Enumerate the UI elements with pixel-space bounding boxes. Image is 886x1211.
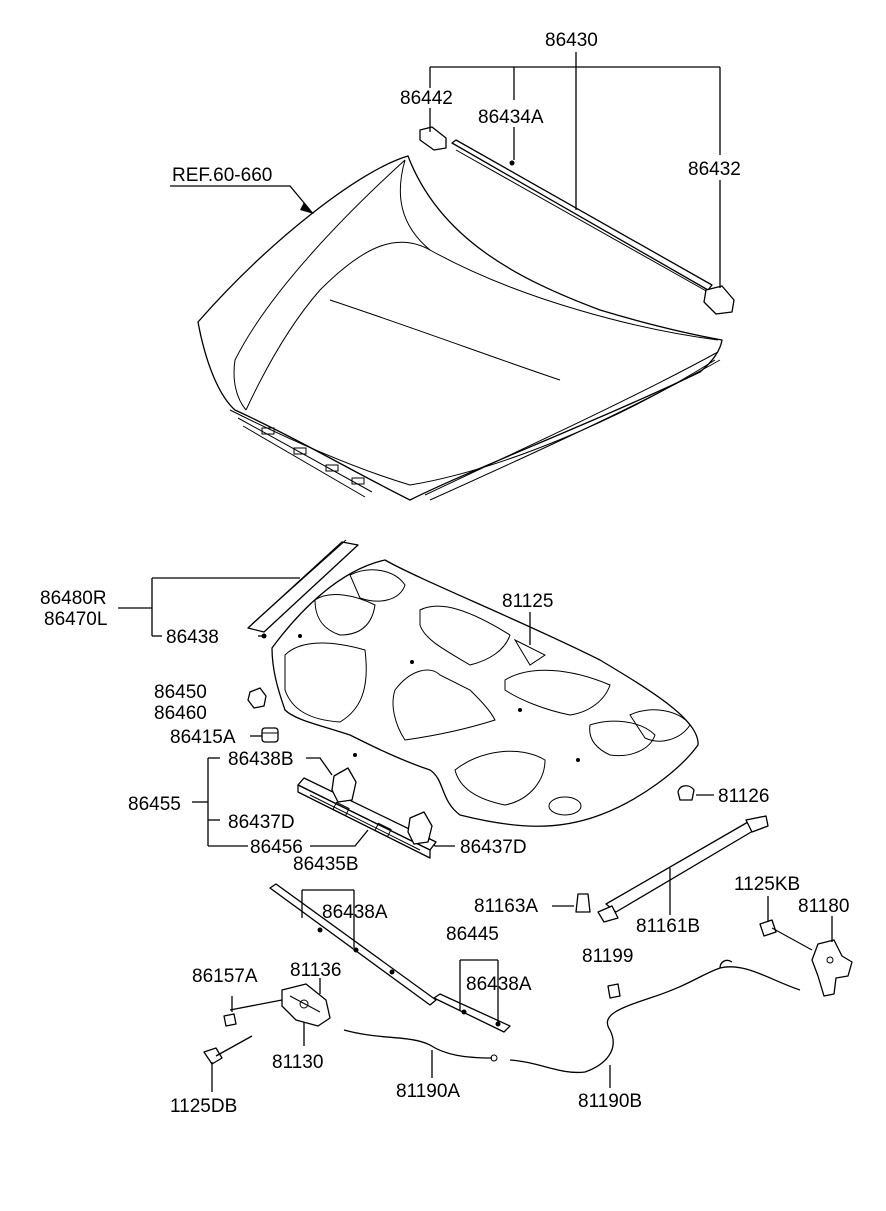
- label-81125: 81125: [502, 591, 553, 612]
- label-81190a: 81190A: [396, 1081, 460, 1102]
- part-labels: 86430 86442 86434A 86432 REF.60-660 8648…: [40, 30, 849, 1117]
- bolt-1125kb: [759, 896, 813, 951]
- hood-stay-rod-86435b: [269, 883, 437, 1006]
- label-81161b: 81161B: [636, 916, 700, 937]
- label-86456: 86456: [250, 837, 303, 858]
- gas-lifter-81161b: [597, 815, 769, 923]
- clip-86442: [419, 126, 447, 151]
- release-cable-81190a: [343, 1029, 498, 1078]
- label-81190b: 81190B: [578, 1091, 642, 1112]
- hood-bracket-86456: [297, 777, 437, 859]
- side-seal-86480r-86470l: [247, 539, 359, 633]
- guide-86438b: [331, 767, 357, 803]
- leaders-top: [170, 52, 721, 288]
- label-81130: 81130: [272, 1052, 323, 1073]
- label-86450: 86450: [154, 682, 207, 703]
- label-86460: 86460: [154, 703, 207, 724]
- hood-latch-81130: [203, 978, 331, 1092]
- label-86437d-left: 86437D: [228, 812, 295, 833]
- label-1125db: 1125DB: [170, 1096, 237, 1117]
- weatherstrip-86434a: [451, 139, 713, 293]
- label-ref: REF.60-660: [172, 165, 272, 186]
- label-81163a: 81163A: [474, 896, 538, 917]
- plug-81126: [677, 785, 695, 801]
- label-86438a-bottom: 86438A: [466, 974, 532, 995]
- label-1125kb: 1125KB: [734, 874, 800, 895]
- label-86438a-top: 86438A: [322, 902, 388, 923]
- label-86470l: 86470L: [44, 609, 107, 630]
- label-86435b: 86435B: [293, 854, 359, 875]
- bumper-86450: [247, 687, 267, 709]
- label-86445: 86445: [446, 924, 499, 945]
- label-86415a: 86415A: [170, 727, 236, 748]
- label-86157a: 86157A: [192, 966, 258, 987]
- hood-panel: [197, 155, 723, 501]
- clip-81163a: [552, 893, 591, 913]
- label-81136: 81136: [290, 960, 341, 981]
- label-81126: 81126: [718, 786, 769, 807]
- leaders-mid: [118, 577, 714, 847]
- release-cable-81190b: [509, 959, 801, 1088]
- label-86434a: 86434A: [478, 107, 544, 128]
- label-86480r: 86480R: [40, 588, 107, 609]
- label-86442: 86442: [400, 88, 453, 109]
- insulator-pad-81125: [271, 559, 699, 827]
- label-86438: 86438: [166, 627, 219, 648]
- end-cap-86432: [703, 285, 735, 315]
- seal-86445: [433, 959, 511, 1033]
- label-86430: 86430: [545, 30, 598, 51]
- label-86438b: 86438B: [228, 749, 294, 770]
- grommet-81199: [607, 983, 621, 999]
- label-81199: 81199: [582, 946, 633, 967]
- label-86455: 86455: [128, 794, 181, 815]
- guide-86437d: [407, 811, 433, 845]
- stopper-86415a: [261, 727, 279, 743]
- label-86432: 86432: [688, 159, 741, 180]
- label-81180: 81180: [798, 896, 849, 917]
- label-86437d-right: 86437D: [460, 837, 527, 858]
- release-handle-81180: [811, 916, 853, 997]
